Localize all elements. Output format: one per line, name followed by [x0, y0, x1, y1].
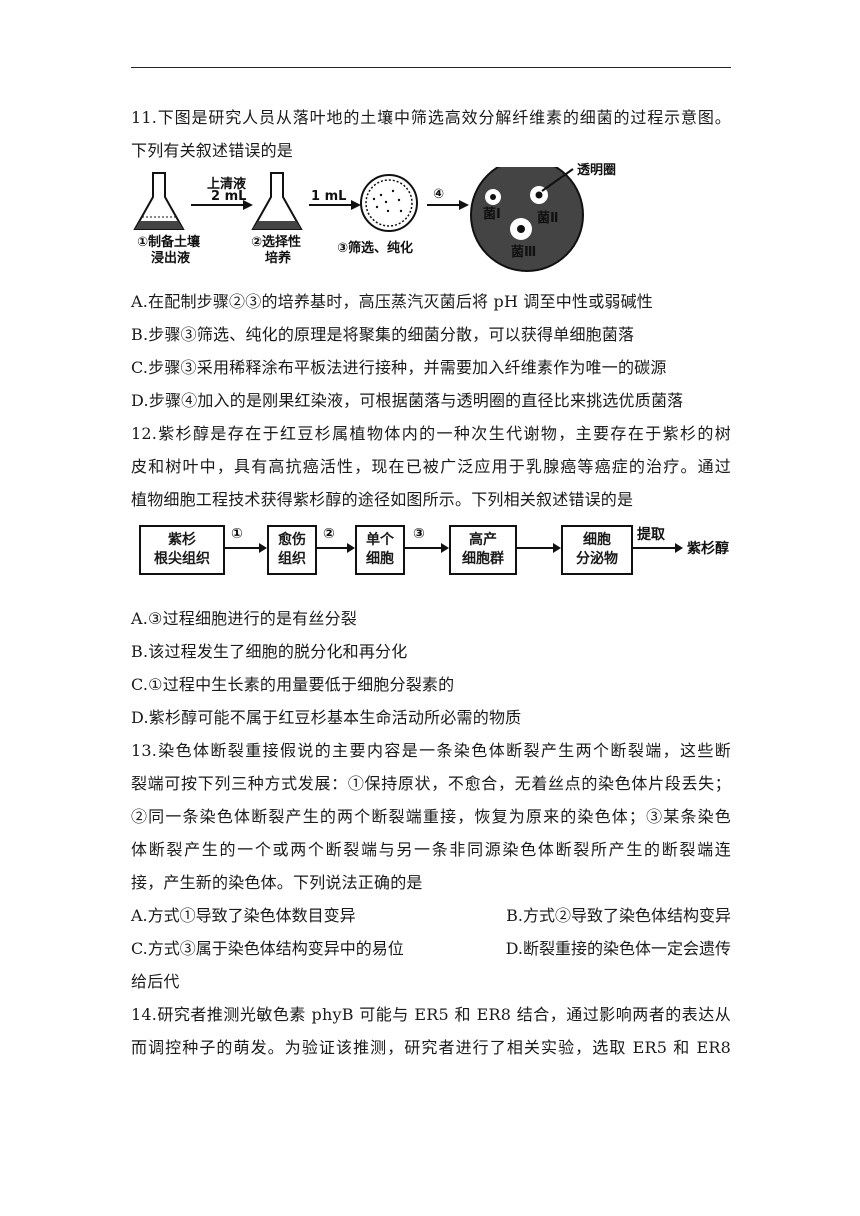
colony-3-label: 菌Ⅲ [511, 245, 537, 260]
exam-page: 11.下图是研究人员从落叶地的土壤中筛选高效分解纤维素的细菌的过程示意图。 下列… [131, 101, 731, 1064]
step-2-label: ②选择性 [251, 235, 302, 250]
q12-stem-line-1: 12.紫杉醇是存在于红豆杉属植物体内的一种次生代谢物，主要存在于紫杉的树 [131, 424, 731, 443]
q11-option-c: C.步骤③采用稀释涂布平板法进行接种，并需要加入纤维素作为唯一的碳源 [131, 358, 667, 377]
q13-stem-line-4: 体断裂产生的一个或两个断裂端与另一条非同源染色体断裂所产生的断裂端连 [131, 840, 731, 859]
q12-flowchart: 紫杉根尖组织 ① 愈伤组织 ② 单个细胞 ③ 高产细胞群 细胞分泌物 提取 紫杉… [131, 516, 751, 602]
q11-stem-line-1: 11.下图是研究人员从落叶地的土壤中筛选高效分解纤维素的细菌的过程示意图。 [131, 108, 731, 127]
q12-option-b: B.该过程发生了细胞的脱分化和再分化 [131, 642, 408, 661]
supernatant-label: 上清液 [207, 177, 247, 192]
q13-options-row-2: C.方式③属于染色体结构变异中的易位 D.断裂重接的染色体一定会遗传 [131, 932, 731, 965]
flow-step-2: ② [323, 526, 335, 542]
step-2-label-line2: 培养 [265, 251, 292, 266]
q12-option-d: D.紫杉醇可能不属于红豆杉基本生命活动所必需的物质 [131, 708, 522, 727]
q12-stem-line-3: 植物细胞工程技术获得紫杉醇的途径如图所示。下列相关叙述错误的是 [131, 490, 634, 509]
q14-stem-line-1: 14.研究者推测光敏色素 phyB 可能与 ER5 和 ER8 结合，通过影响两… [131, 1005, 731, 1024]
flow-box-high-yield: 高产细胞群 [449, 525, 517, 575]
q13-option-d-continued: 给后代 [131, 972, 180, 991]
q13-stem-line-1: 13.染色体断裂重接假说的主要内容是一条染色体断裂产生两个断裂端，这些断 [131, 741, 731, 760]
q12-option-a: A.③过程细胞进行的是有丝分裂 [131, 609, 357, 628]
colony-2-label: 菌Ⅱ [537, 211, 559, 226]
clear-zone-label: 透明圈 [577, 163, 617, 178]
q11-stem-line-2: 下列有关叙述错误的是 [131, 141, 294, 160]
bacteria-screening-diagram [133, 167, 584, 272]
q13-stem-line-3: ②同一条染色体断裂产生的两个断裂端重接，恢复为原来的染色体；③某条染色 [131, 807, 731, 826]
q13-option-d: D.断裂重接的染色体一定会遗传 [505, 939, 731, 958]
q13-option-a: A.方式①导致了染色体数目变异 [131, 906, 356, 925]
flow-step-1: ① [231, 526, 243, 542]
flask-2-icon [251, 172, 303, 230]
flow-box-secretion: 细胞分泌物 [561, 525, 633, 575]
q13-option-b: B.方式②导致了染色体结构变异 [506, 906, 731, 925]
flow-extract-label: 提取 [637, 527, 665, 543]
step-3-label: ③筛选、纯化 [337, 241, 414, 256]
flask-1-icon [133, 172, 185, 230]
q13-options-row-1: A.方式①导致了染色体数目变异 B.方式②导致了染色体结构变异 [131, 899, 731, 932]
flow-product-label: 紫杉醇 [687, 541, 729, 557]
q11-option-b: B.步骤③筛选、纯化的原理是将聚集的细菌分散，可以获得单细胞菌落 [131, 325, 635, 344]
flow-box-root-tissue: 紫杉根尖组织 [139, 525, 225, 575]
q11-option-d: D.步骤④加入的是刚果红染液，可根据菌落与透明圈的直径比来挑选优质菌落 [131, 391, 684, 410]
flow-box-callus: 愈伤组织 [267, 525, 317, 575]
q12-option-c: C.①过程中生长素的用量要低于细胞分裂素的 [131, 675, 455, 694]
q11-figure: 上清液 2 mL 1 mL ④ 透明圈 ①制备土壤 浸出液 ②选择性 培养 ③筛… [131, 163, 731, 285]
flow-box-single-cell: 单个细胞 [355, 525, 405, 575]
q13-stem-line-5: 接，产生新的染色体。下列说法正确的是 [131, 873, 423, 892]
header-rule [131, 67, 731, 68]
flow-arrows [223, 543, 683, 553]
q14-stem-line-2: 而调控种子的萌发。为验证该推测，研究者进行了相关实验，选取 ER5 和 ER8 [131, 1038, 731, 1057]
step-1-label: ①制备土壤 [137, 235, 201, 250]
q12-stem-line-2: 皮和树叶中，具有高抗癌活性，现在已被广泛应用于乳腺癌等癌症的治疗。通过 [131, 457, 731, 476]
petri-plate-icon [360, 174, 418, 232]
stained-dish-icon [470, 167, 584, 272]
colony-1-label: 菌Ⅰ [483, 207, 501, 222]
volume-1ml-label: 1 mL [311, 189, 347, 204]
q11-option-a: A.在配制步骤②③的培养基时，高压蒸汽灭菌后将 pH 调至中性或弱碱性 [131, 292, 654, 311]
q13-option-c: C.方式③属于染色体结构变异中的易位 [131, 939, 404, 958]
q13-stem-line-2: 裂端可按下列三种方式发展：①保持原状，不愈合，无着丝点的染色体片段丢失； [131, 774, 731, 793]
flow-step-3: ③ [413, 526, 425, 542]
step-4-label: ④ [433, 187, 445, 202]
step-1-label-line2: 浸出液 [151, 251, 191, 266]
volume-2ml-label: 2 mL [211, 189, 247, 204]
